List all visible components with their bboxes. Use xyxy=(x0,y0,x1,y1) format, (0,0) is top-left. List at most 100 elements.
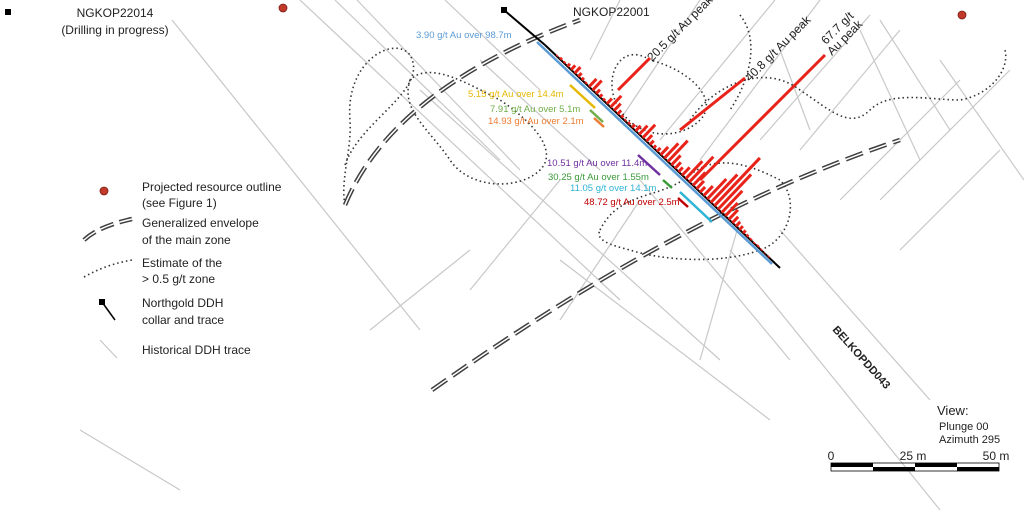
legend-ddh-line2: collar and trace xyxy=(142,313,224,327)
assay-bar xyxy=(702,185,714,197)
legend-estimate-line2: > 0.5 g/t zone xyxy=(142,272,215,286)
envelope-lower-line xyxy=(430,137,901,392)
assay-histogram xyxy=(555,54,771,258)
hole-status-ngkop22014: (Drilling in progress) xyxy=(61,23,168,37)
intercept-label-7.91: 7.91 g/t Au over 5.1m xyxy=(490,104,580,115)
assay-bar xyxy=(759,248,763,252)
intercept-label-11.05: 11.05 g/t over 14.1m xyxy=(570,183,657,194)
legend-envelope-line1: Generalized envelope xyxy=(142,216,259,230)
assay-bar xyxy=(688,155,715,184)
assay-bar xyxy=(709,173,739,204)
historical-trace xyxy=(469,179,561,291)
assay-bar xyxy=(613,102,622,112)
historical-trace xyxy=(479,59,601,171)
assay-bar xyxy=(605,97,613,105)
legend-ddh-line1: Northgold DDH xyxy=(142,296,223,310)
historical-trace xyxy=(879,19,951,131)
assay-bar xyxy=(577,72,583,78)
intercept-bar-7.91 xyxy=(589,109,604,123)
hole-label-ngkop22014: NGKOP22014 xyxy=(77,6,154,20)
assay-bar xyxy=(645,134,654,143)
assay-bar xyxy=(724,201,739,218)
assay-bar xyxy=(555,54,559,58)
historical-trace xyxy=(779,229,931,401)
intercept-bar-48.72 xyxy=(677,197,689,208)
assay-bar xyxy=(609,94,623,109)
assay-bar xyxy=(623,118,628,122)
historical-trace xyxy=(899,149,1001,251)
historical-trace xyxy=(334,0,501,161)
intercept-bar-10.51 xyxy=(637,154,661,176)
assay-bar xyxy=(652,144,658,150)
assay-bar xyxy=(570,64,577,71)
assay-bar xyxy=(591,79,603,92)
historical-trace xyxy=(699,219,741,361)
assay-bar xyxy=(598,93,604,99)
hole-label-ngkop22001: NGKOP22001 xyxy=(573,5,650,19)
assay-bar xyxy=(677,166,684,173)
intercept-bars xyxy=(569,84,713,223)
assay-bar xyxy=(587,77,598,88)
resource-outline-marker xyxy=(957,10,967,20)
envelope-lower-line-core xyxy=(431,139,901,391)
historical-trace xyxy=(639,179,791,361)
peak-label-20.5: 20.5 g/t Au peak xyxy=(644,0,716,64)
collar-marker-ngkop22014 xyxy=(5,9,11,15)
intercept-label-48.72: 48.72 g/t Au over 2.5m xyxy=(584,197,680,208)
scale-label-end: 50 m xyxy=(983,449,1010,463)
intercept-bar-5.15 xyxy=(569,84,596,109)
estimate-zone-outlines xyxy=(342,14,1007,261)
scale-label-mid: 25 m xyxy=(900,449,927,463)
legend-estimate-symbol xyxy=(83,259,133,278)
assay-bar xyxy=(767,254,771,258)
assay-bar xyxy=(627,121,632,126)
assay-bar xyxy=(731,215,740,224)
peak-leader-20.5 xyxy=(616,56,652,92)
assay-bar xyxy=(630,123,637,129)
legend-resource-symbol xyxy=(99,186,109,196)
assay-bar xyxy=(745,233,750,238)
legend-envelope-symbol xyxy=(82,216,133,242)
assay-bar xyxy=(681,166,691,177)
assay-bar xyxy=(584,81,588,85)
legend-historical-line1: Historical DDH trace xyxy=(142,343,251,357)
intercept-label-3.90: 3.90 g/t Au over 98.7m xyxy=(416,30,512,41)
historical-trace xyxy=(369,249,471,331)
estimate-zone-outline xyxy=(407,71,548,185)
estimate-zone-outline xyxy=(729,14,752,111)
assay-bar xyxy=(620,114,625,119)
historical-trace xyxy=(559,199,641,321)
intercept-label-30.25: 30.25 g/t Au over 1.55m xyxy=(548,172,649,183)
scale-segment xyxy=(873,467,915,471)
intercept-label-5.15: 5.15 g/t Au over 14.4m xyxy=(468,89,564,100)
assay-bar xyxy=(670,154,682,167)
historical-trace xyxy=(559,259,771,421)
assay-bar xyxy=(752,241,756,245)
assay-bar xyxy=(648,139,655,146)
assay-bar xyxy=(673,161,682,170)
intercept-bar-14.93 xyxy=(593,117,605,128)
historical-ddh-traces xyxy=(79,0,1024,511)
legend: Projected resource outline (see Figure 1… xyxy=(82,180,282,359)
intercept-label-10.51: 10.51 g/t Au over 11.4m xyxy=(547,158,647,169)
assay-bar xyxy=(566,62,572,68)
historical-trace xyxy=(79,429,181,491)
assay-bar xyxy=(663,142,680,160)
legend-estimate-line1: Estimate of the xyxy=(142,256,222,270)
peak-leader-40.8 xyxy=(679,76,746,132)
assay-bar xyxy=(616,109,623,116)
historical-trace xyxy=(799,29,901,151)
peak-leader-67.7 xyxy=(698,53,827,182)
intercept-label-14.93: 14.93 g/t Au over 2.1m xyxy=(488,116,584,127)
assay-bar xyxy=(699,185,707,194)
scale-segment xyxy=(831,463,873,467)
assay-bar xyxy=(734,220,742,228)
assay-bar xyxy=(706,177,728,201)
assay-bar xyxy=(656,146,662,153)
assay-bar xyxy=(720,189,744,214)
historical-trace xyxy=(729,249,941,511)
hole-label-belkopdd043: BELKOPDD043 xyxy=(830,324,893,392)
peak-label-40.8: 40.8 g/t Au peak xyxy=(742,12,814,84)
assay-bar xyxy=(713,156,761,207)
historical-trace xyxy=(659,0,776,141)
